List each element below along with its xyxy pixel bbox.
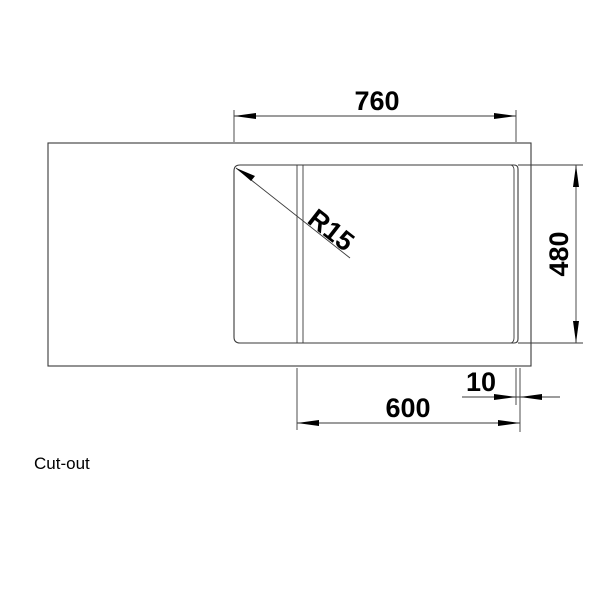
dimension-10: 10 bbox=[462, 367, 560, 405]
dim-label-r15: R15 bbox=[302, 203, 360, 257]
dimension-480: 480 bbox=[518, 164, 583, 344]
radius-leader: R15 bbox=[235, 167, 360, 259]
dim-label-480: 480 bbox=[544, 231, 574, 276]
inner-right-edge bbox=[510, 164, 515, 344]
inner-cutout bbox=[233, 164, 519, 344]
dim-label-10: 10 bbox=[466, 367, 496, 397]
dimension-600: 600 bbox=[296, 368, 521, 432]
dimension-760: 760 bbox=[233, 86, 517, 142]
dim-label-600: 600 bbox=[385, 393, 430, 423]
caption-label: Cut-out bbox=[34, 454, 90, 473]
outer-outline bbox=[47, 142, 532, 367]
dim-label-760: 760 bbox=[354, 86, 399, 116]
